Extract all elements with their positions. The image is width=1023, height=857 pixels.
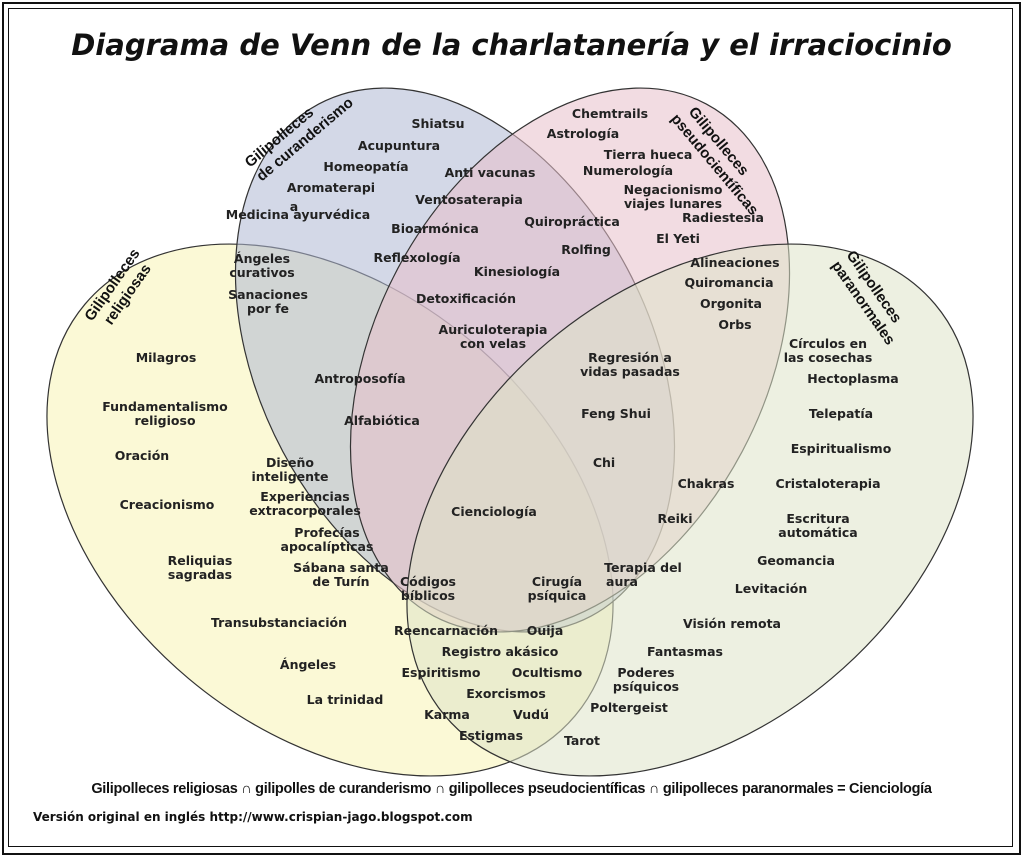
item-exorcismos: Exorcismos — [466, 686, 546, 701]
item-reencarnacion: Reencarnación — [394, 623, 498, 638]
item-vudu: Vudú — [513, 707, 549, 722]
item-geomancia: Geomancia — [757, 553, 835, 568]
item-reliquias-1: Reliquias — [168, 553, 233, 568]
item-orgonita: Orgonita — [700, 296, 762, 311]
item-circulos-1: Círculos en — [789, 336, 867, 351]
item-vision-remota: Visión remota — [683, 616, 781, 631]
item-regresion-2: vidas pasadas — [580, 364, 680, 379]
item-sanaciones-por-fe-1: Sanaciones — [228, 287, 308, 302]
item-radiestesia: Radiestesia — [682, 210, 764, 225]
item-rolfing: Rolfing — [561, 242, 611, 257]
item-homeopatia: Homeopatía — [323, 159, 408, 174]
item-astrologia: Astrología — [547, 126, 619, 141]
item-transubstanciacion: Transubstanciación — [211, 615, 347, 630]
item-aromaterapia: Aromaterapi — [287, 180, 375, 195]
item-quiromancia: Quiromancia — [684, 275, 773, 290]
item-cristaloterapia: Cristaloterapia — [775, 476, 880, 491]
item-reiki: Reiki — [658, 511, 693, 526]
item-ouija: Ouija — [527, 623, 564, 638]
item-profecias-1: Profecías — [294, 525, 359, 540]
item-ocultismo: Ocultismo — [512, 665, 583, 680]
item-reliquias-2: sagradas — [168, 567, 232, 582]
item-quiropractica: Quiropráctica — [524, 214, 620, 229]
item-codigos-1: Códigos — [400, 574, 456, 589]
item-cirugia-1: Cirugía — [532, 574, 582, 589]
item-chemtrails: Chemtrails — [572, 106, 648, 121]
source-credit: Versión original en inglés http://www.cr… — [33, 810, 473, 824]
item-la-trinidad: La trinidad — [307, 692, 384, 707]
item-escritura-1: Escritura — [786, 511, 849, 526]
item-detoxificacion: Detoxificación — [416, 291, 516, 306]
item-ventosaterapia: Ventosaterapia — [415, 192, 523, 207]
item-circulos-2: las cosechas — [784, 350, 873, 365]
item-experiencias-1: Experiencias — [260, 489, 349, 504]
item-karma: Karma — [424, 707, 470, 722]
item-feng-shui: Feng Shui — [581, 406, 651, 421]
item-kinesiologia: Kinesiología — [474, 264, 560, 279]
item-cienciologia: Cienciología — [451, 504, 537, 519]
item-anti-vacunas: Anti vacunas — [445, 165, 536, 180]
item-codigos-2: bíblicos — [401, 588, 455, 603]
item-poderes-1: Poderes — [617, 665, 674, 680]
item-escritura-2: automática — [778, 525, 857, 540]
item-terapia-aura-2: aura — [606, 574, 638, 589]
item-antroposofia: Antroposofía — [314, 371, 405, 386]
diagram-title: Diagrama de Venn de la charlatanería y e… — [71, 28, 952, 62]
item-sanaciones-por-fe-2: por fe — [247, 301, 289, 316]
item-angeles-curativos-1: Ángeles — [234, 251, 290, 266]
item-chakras: Chakras — [678, 476, 735, 491]
item-fundamentalismo-1: Fundamentalismo — [102, 399, 228, 414]
item-diseno-1: Diseño — [266, 455, 314, 470]
item-viajes-lunares: viajes lunares — [624, 196, 722, 211]
item-orbs: Orbs — [718, 317, 751, 332]
item-medicina-ayurvedica: Medicina ayurvédica — [226, 207, 371, 222]
item-fundamentalismo-2: religioso — [134, 413, 195, 428]
item-terapia-aura-1: Terapia del — [604, 560, 682, 575]
item-profecias-2: apocalípticas — [281, 539, 374, 554]
venn-ellipses — [46, 87, 974, 777]
item-tarot: Tarot — [564, 733, 600, 748]
item-acupuntura: Acupuntura — [358, 138, 440, 153]
item-telepatia: Telepatía — [809, 406, 873, 421]
item-fantasmas: Fantasmas — [647, 644, 723, 659]
item-angeles: Ángeles — [280, 657, 336, 672]
item-tierra-hueca: Tierra hueca — [604, 147, 693, 162]
intersection-formula: Gilipolleces religiosas ∩ gilipolles de … — [91, 781, 932, 797]
inner-frame — [8, 8, 1013, 847]
item-oracion: Oración — [115, 448, 169, 463]
item-registro-akasico: Registro akásico — [442, 644, 559, 659]
item-regresion-1: Regresión a — [588, 350, 672, 365]
item-negacionismo: Negacionismo — [624, 182, 723, 197]
item-numerologia: Numerología — [583, 163, 673, 178]
item-experiencias-2: extracorporales — [249, 503, 361, 518]
item-sabana-1: Sábana santa — [293, 560, 389, 575]
item-milagros: Milagros — [136, 350, 197, 365]
item-espiritualismo: Espiritualismo — [791, 441, 892, 456]
item-cirugia-2: psíquica — [528, 588, 587, 603]
item-espiritismo: Espiritismo — [402, 665, 481, 680]
item-aromaterapia-suffix: a — [290, 199, 298, 214]
item-chi: Chi — [593, 455, 615, 470]
item-bioarmonica: Bioarmónica — [391, 221, 479, 236]
ellipse-paranormales — [406, 243, 974, 777]
item-diseno-2: inteligente — [252, 469, 329, 484]
venn-item-labels: Shiatsu Acupuntura Homeopatía Aromaterap… — [102, 106, 899, 748]
item-poltergeist: Poltergeist — [590, 700, 668, 715]
item-con-velas: con velas — [460, 336, 526, 351]
item-hectoplasma: Hectoplasma — [807, 371, 898, 386]
item-creacionismo: Creacionismo — [120, 497, 215, 512]
item-alineaciones: Alineaciones — [690, 255, 779, 270]
item-shiatsu: Shiatsu — [412, 116, 465, 131]
item-alfabiotica: Alfabiótica — [344, 413, 420, 428]
item-auriculoterapia: Auriculoterapia — [439, 322, 548, 337]
item-levitacion: Levitación — [735, 581, 807, 596]
item-reflexologia: Reflexología — [373, 250, 460, 265]
item-poderes-2: psíquicos — [613, 679, 679, 694]
item-sabana-2: de Turín — [312, 574, 369, 589]
item-el-yeti: El Yeti — [656, 231, 700, 246]
item-angeles-curativos-2: curativos — [229, 265, 294, 280]
item-estigmas: Estigmas — [459, 728, 523, 743]
